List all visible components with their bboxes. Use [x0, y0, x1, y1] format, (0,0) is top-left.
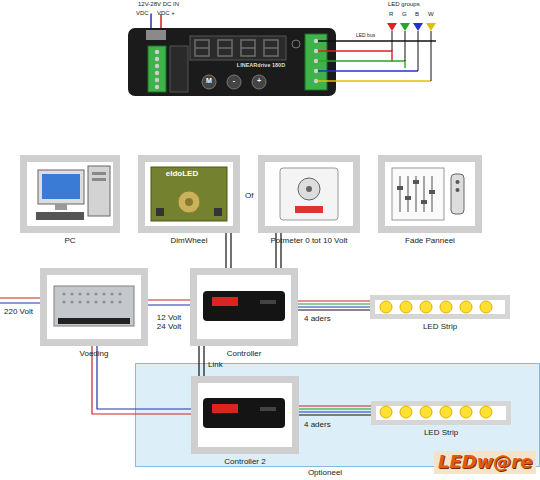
terminal-label: VDC -	[136, 10, 152, 17]
button-label: M	[205, 77, 213, 85]
mains-wire	[0, 298, 40, 303]
wire-label: 12 Volt 24 Volt	[152, 313, 186, 331]
or-note: Of	[245, 191, 253, 200]
brand-text: eldoLED	[152, 169, 212, 178]
wire-connector	[298, 301, 370, 310]
button-label: +	[255, 77, 263, 85]
node-caption: Potmeter 0 tot 10 Volt	[258, 236, 360, 245]
device-box: Potmeter 0 tot 10 Volt	[258, 155, 360, 233]
node-caption: LED Strip	[370, 322, 510, 331]
channel-letter: W	[428, 11, 434, 18]
channel-letter: R	[389, 11, 393, 18]
wire-label: Link	[208, 360, 223, 369]
product-name: LINEARdrive 180D	[226, 62, 296, 68]
node-caption: Controller 2	[191, 457, 299, 466]
node-caption: Controller	[190, 349, 298, 358]
mains-label: 220 Volt	[4, 307, 33, 316]
device-box: Voeding	[40, 268, 148, 346]
device-box: eldoLEDDimWheel	[138, 155, 240, 233]
device-box: Controller	[190, 268, 298, 346]
wire-connector	[226, 233, 231, 268]
node-caption: PC	[20, 236, 120, 245]
terminal-label: 12V-28V DC IN	[138, 1, 179, 8]
node-caption: Optioneel	[285, 468, 365, 477]
logo-watermark: LEDw@re	[434, 451, 536, 474]
wire-label: 4 aders	[304, 314, 331, 323]
terminal-label: VDC +	[157, 10, 175, 17]
group-label: LED groups	[388, 1, 420, 8]
button-label: -	[230, 77, 238, 85]
node-caption: Voeding	[40, 349, 148, 358]
device-box: Controller 2	[191, 376, 299, 454]
wire-connector	[148, 300, 190, 305]
channel-letter: G	[402, 11, 407, 18]
bus-label: LED bus	[356, 33, 375, 39]
node-caption: DimWheel	[138, 236, 240, 245]
led-strip-box: LED Strip	[371, 401, 511, 425]
node-caption: Fade Panneel	[378, 236, 482, 245]
channel-letter: B	[415, 11, 419, 18]
linear-drive-device	[128, 14, 436, 96]
wire-label: 4 aders	[304, 420, 331, 429]
device-box: PC	[20, 155, 120, 233]
device-box: Fade Panneel	[378, 155, 482, 233]
led-strip-box: LED Strip	[370, 295, 510, 319]
node-caption: LED Strip	[371, 428, 511, 437]
